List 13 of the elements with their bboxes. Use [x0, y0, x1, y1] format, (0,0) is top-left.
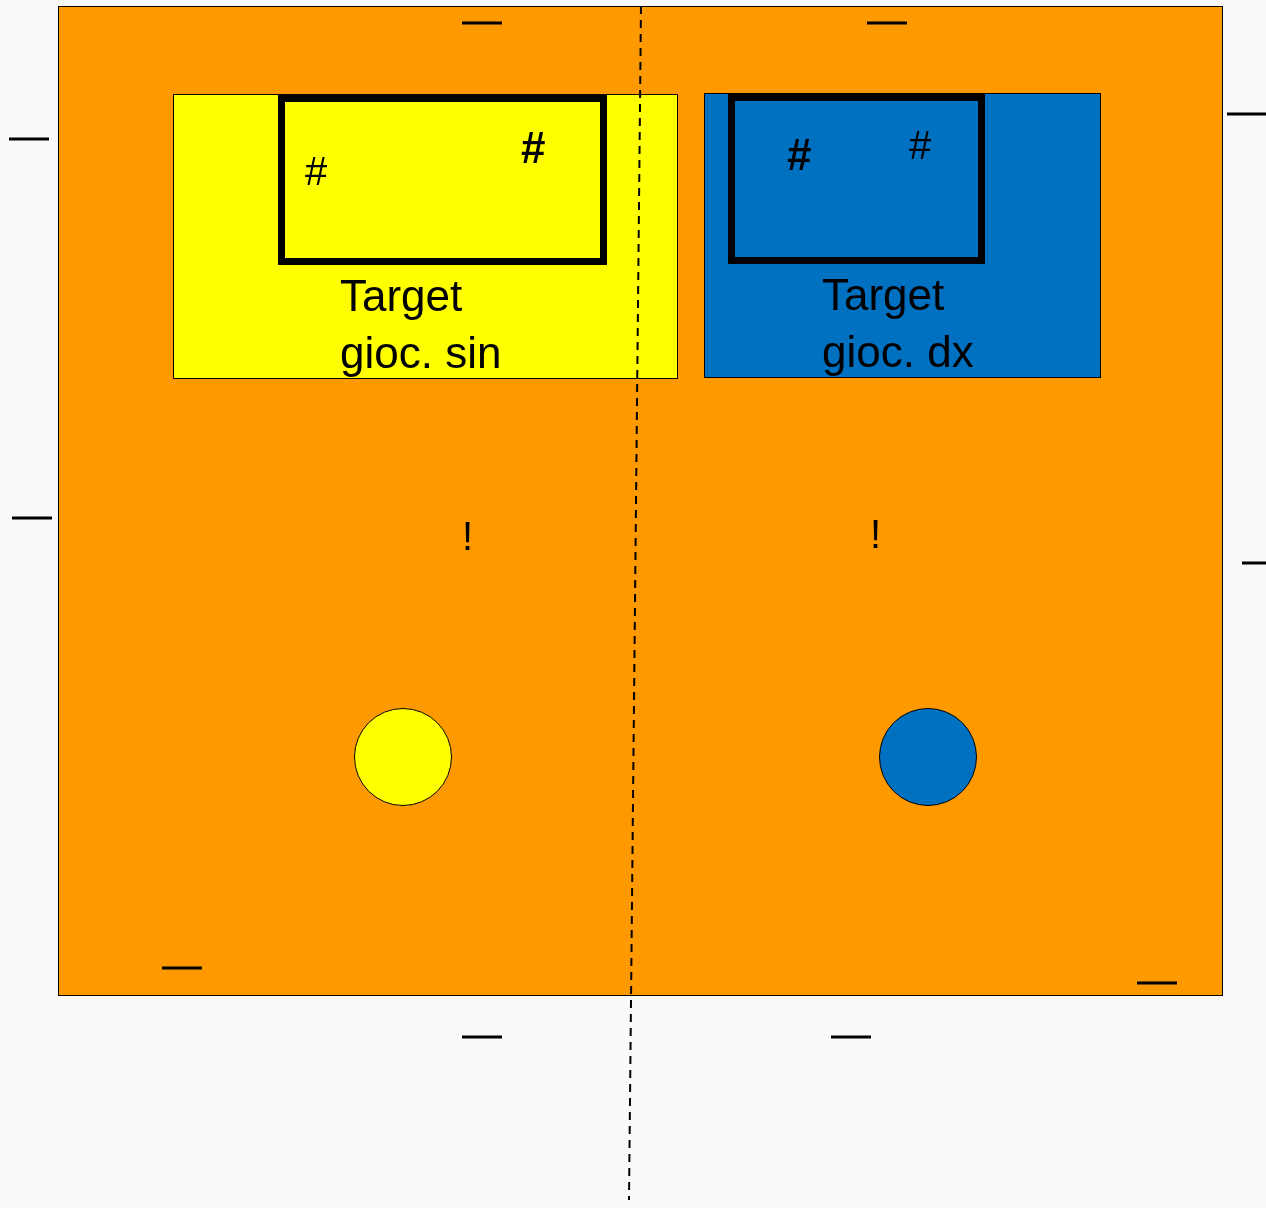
- hash-mark: #: [909, 122, 932, 169]
- exclamation-mark: !: [870, 511, 882, 558]
- playing-field: [58, 6, 1223, 996]
- hash-mark: #: [521, 124, 546, 172]
- target-zone: [704, 93, 1101, 378]
- hash-mark: #: [787, 131, 812, 179]
- zone-label: Target gioc. sin: [340, 270, 503, 379]
- target-frame: [728, 94, 985, 264]
- zone-label: Target gioc. dx: [822, 269, 975, 378]
- exclamation-mark: !: [462, 513, 474, 560]
- hash-mark: #: [305, 148, 328, 195]
- target-frame: [278, 95, 607, 265]
- target-zone: [173, 94, 678, 379]
